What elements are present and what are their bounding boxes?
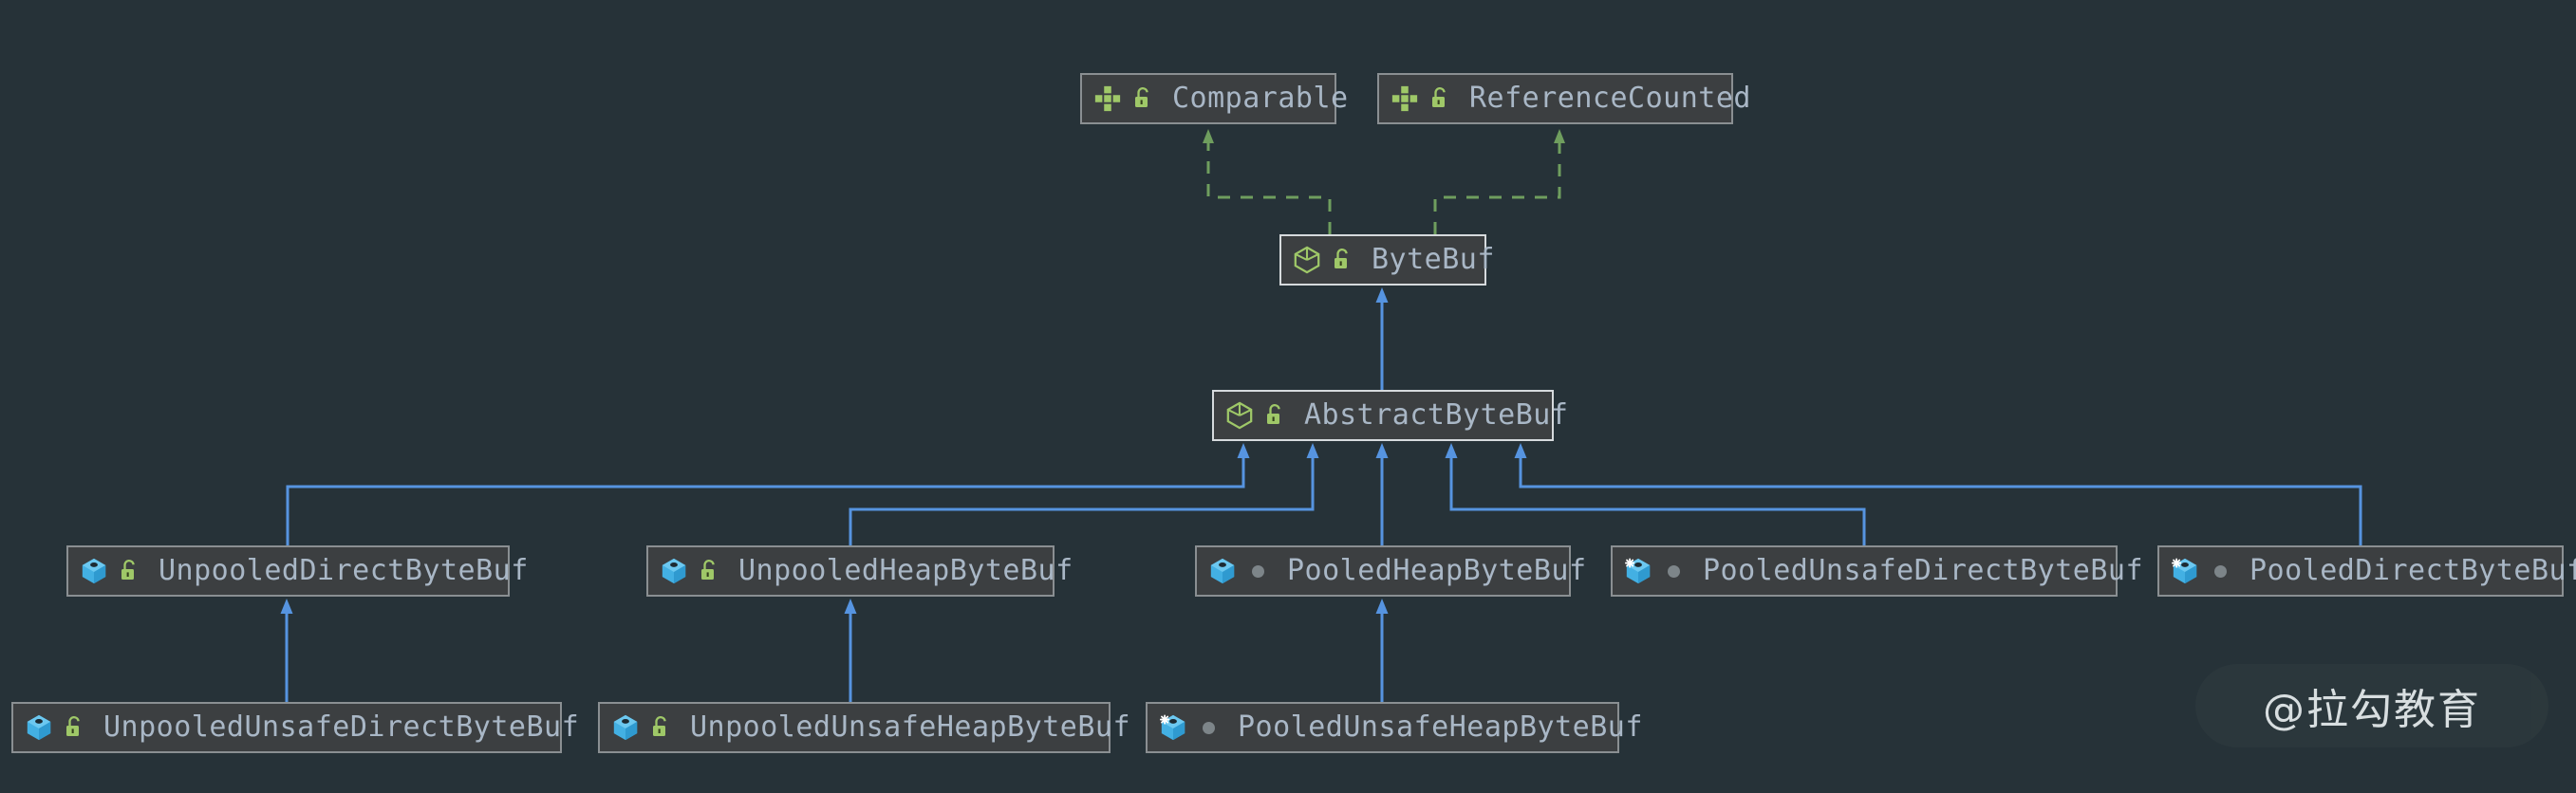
edge-unpooleddirect-extends-abstractbytebuf	[286, 443, 1250, 545]
class-icon	[25, 713, 53, 742]
class-icon	[80, 557, 108, 585]
uml-node-label: ReferenceCounted	[1469, 82, 1751, 115]
uml-node-label: PooledHeapByteBuf	[1287, 554, 1587, 587]
uml-node-comparable[interactable]: Comparable	[1080, 73, 1348, 124]
uml-node-label: PooledUnsafeHeapByteBuf	[1238, 710, 1643, 744]
class-icon	[660, 557, 688, 585]
uml-node-pooled_unsafe_heap[interactable]: PooledUnsafeHeapByteBuf	[1146, 702, 1642, 753]
uml-node-pooled_heap[interactable]: PooledHeapByteBuf	[1195, 545, 1586, 597]
unlocked-padlock-icon	[1262, 403, 1287, 428]
uml-node-abstract_bytebuf[interactable]: AbstractByteBuf	[1212, 390, 1568, 441]
uml-node-unpooled_direct[interactable]: UnpooledDirectByteBuf	[66, 545, 528, 597]
final-class-icon	[2171, 557, 2199, 585]
uml-node-bytebuf[interactable]: ByteBuf	[1279, 234, 1494, 286]
unlocked-padlock-icon	[62, 715, 86, 740]
uml-node-label: PooledUnsafeDirectByteBuf	[1703, 554, 2144, 587]
edge-unpooledheap-extends-abstractbytebuf	[849, 443, 1319, 545]
final-class-icon	[1624, 557, 1652, 585]
unlocked-padlock-icon	[117, 559, 141, 583]
interface-icon	[1391, 84, 1419, 113]
uml-node-label: UnpooledUnsafeDirectByteBuf	[103, 710, 580, 744]
unlocked-padlock-icon	[1428, 86, 1452, 111]
uml-node-unpooled_heap[interactable]: UnpooledHeapByteBuf	[646, 545, 1073, 597]
package-private-dot	[1196, 721, 1221, 734]
package-private-dot	[1661, 564, 1686, 578]
class-icon	[1208, 557, 1237, 585]
unlocked-padlock-icon	[648, 715, 673, 740]
interface-icon	[1093, 84, 1122, 113]
package-private-dot	[2208, 564, 2232, 578]
uml-node-label: UnpooledHeapByteBuf	[738, 554, 1073, 587]
uml-node-reference_counted[interactable]: ReferenceCounted	[1377, 73, 1750, 124]
edge-bytebuf-implements-referencecounted	[1433, 129, 1565, 234]
edge-pooleddirect-extends-abstractbytebuf	[1514, 443, 2362, 545]
uml-node-label: UnpooledDirectByteBuf	[159, 554, 529, 587]
unlocked-padlock-icon	[697, 559, 721, 583]
final-class-icon	[1159, 713, 1187, 742]
uml-node-label: ByteBuf	[1372, 243, 1495, 276]
unlocked-padlock-icon	[1330, 248, 1354, 272]
uml-node-label: PooledDirectByteBuf	[2249, 554, 2576, 587]
watermark-text: @拉勾教育	[2263, 686, 2481, 734]
uml-node-pooled_unsafe_direct[interactable]: PooledUnsafeDirectByteBuf	[1611, 545, 2143, 597]
uml-node-label: AbstractByteBuf	[1304, 398, 1569, 432]
abstract-class-icon	[1225, 401, 1254, 430]
uml-node-unpooled_unsafe_direct[interactable]: UnpooledUnsafeDirectByteBuf	[11, 702, 579, 753]
abstract-class-icon	[1293, 246, 1321, 274]
watermark-badge: @拉勾教育	[2195, 664, 2548, 747]
edge-bytebuf-implements-comparable	[1203, 129, 1332, 234]
uml-node-label: Comparable	[1172, 82, 1349, 115]
edge-pooledunsafedirect-extends-abstractbytebuf	[1445, 443, 1866, 545]
class-icon	[611, 713, 640, 742]
unlocked-padlock-icon	[1130, 86, 1155, 111]
uml-node-label: UnpooledUnsafeHeapByteBuf	[690, 710, 1131, 744]
uml-node-pooled_direct[interactable]: PooledDirectByteBuf	[2157, 545, 2576, 597]
uml-node-unpooled_unsafe_heap[interactable]: UnpooledUnsafeHeapByteBuf	[598, 702, 1130, 753]
package-private-dot	[1245, 564, 1270, 578]
